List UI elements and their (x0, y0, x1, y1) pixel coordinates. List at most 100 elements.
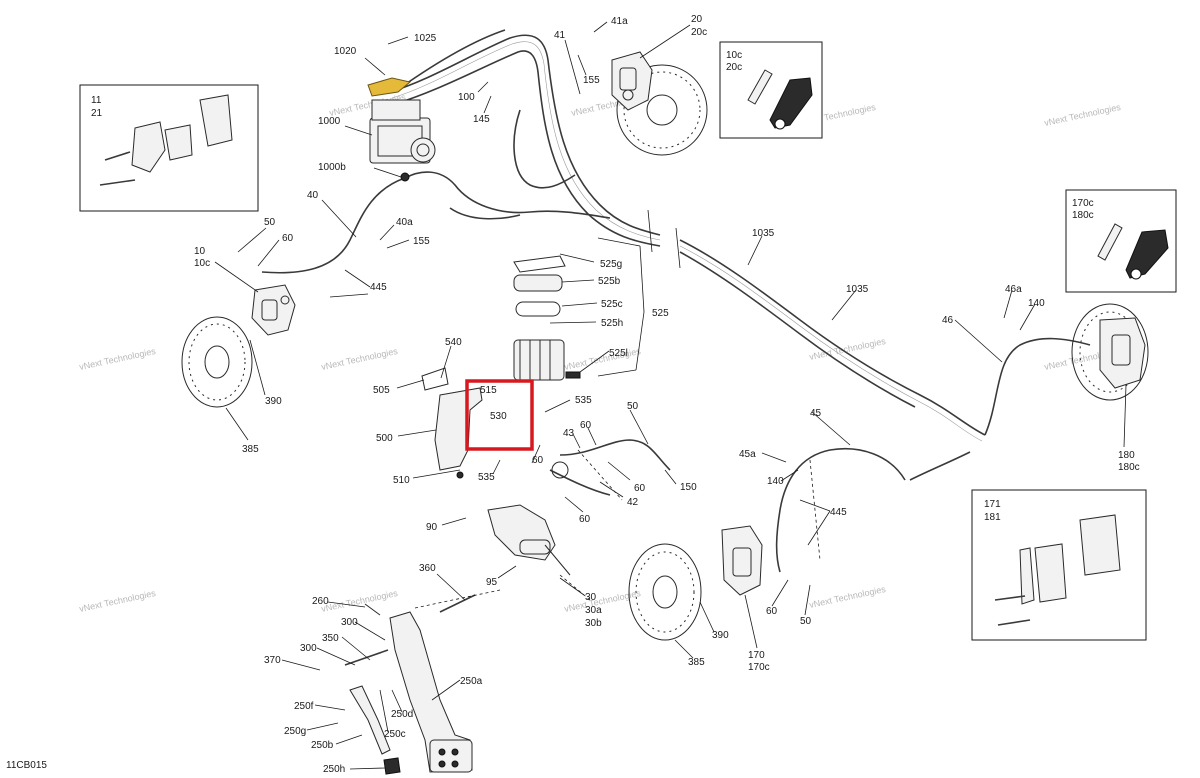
part-callout-50: 50 (800, 616, 812, 627)
part-callout-350: 350 (322, 633, 339, 644)
part-callout-525b: 525b (598, 276, 621, 287)
inset-bleeder-front: 10c 20c (719, 41, 823, 139)
part-callout-1035: 1035 (846, 284, 869, 295)
inset-bleeder-rear: 170c 180c (1065, 189, 1177, 293)
part-callout-60: 60 (532, 455, 544, 466)
part-callout-20c: 20c (691, 27, 707, 38)
part-callout-1000: 1000 (318, 116, 341, 127)
part-callout-390: 390 (712, 630, 729, 641)
bracket (421, 367, 483, 479)
part-callout-41: 41 (554, 30, 566, 41)
part-callout-180c: 180c (1118, 462, 1140, 473)
part-callout-385: 385 (688, 657, 705, 668)
part-callout-370: 370 (264, 655, 281, 666)
part-callout-60: 60 (579, 514, 591, 525)
part-callout-46: 46 (942, 315, 954, 326)
watermark: vNext Technologies (320, 346, 399, 372)
pedal-assembly (344, 594, 476, 775)
part-callout-535: 535 (575, 395, 592, 406)
part-callout-170: 170 (748, 650, 765, 661)
highlight-box (465, 379, 534, 451)
part-callout-535: 535 (478, 472, 495, 483)
part-callout-30b: 30b (585, 618, 602, 629)
watermark: vNext Technologies (563, 588, 642, 614)
part-callout-250f: 250f (294, 701, 314, 712)
part-callout-445: 445 (370, 282, 387, 293)
watermark: vNext Technologies (320, 588, 399, 614)
part-callout-1035: 1035 (752, 228, 775, 239)
reservoir-assembly (513, 255, 581, 381)
part-callout-140: 140 (1028, 298, 1045, 309)
part-callout-40a: 40a (396, 217, 413, 228)
part-callout-90: 90 (426, 522, 438, 533)
part-callout-1025: 1025 (414, 33, 437, 44)
inset-label: 181 (984, 512, 1001, 523)
inset-label: 171 (984, 499, 1001, 510)
part-callout-1000b: 1000b (318, 162, 346, 173)
part-callout-525h: 525h (601, 318, 623, 329)
watermark: vNext Technologies (563, 346, 642, 372)
callout-labels: 1025 1020 1000 1000b 41 41a 155 100 145 20 20c 40 40… (194, 14, 1140, 775)
part-callout-360: 360 (419, 563, 436, 574)
part-callout-45: 45 (810, 408, 822, 419)
part-callout-510: 510 (393, 475, 410, 486)
part-callout-10c: 10c (194, 258, 210, 269)
part-callout-250d: 250d (391, 709, 413, 720)
watermark: vNext Technologies (808, 584, 887, 610)
front-right-brake (611, 51, 708, 156)
part-callout-260: 260 (312, 596, 329, 607)
part-callout-140: 140 (767, 476, 784, 487)
rear-left-brake (628, 525, 763, 641)
assembly-axes (414, 449, 821, 609)
part-callout-95: 95 (486, 577, 498, 588)
part-callout-30: 30 (585, 592, 597, 603)
part-callout-155: 155 (413, 236, 430, 247)
part-callout-1020: 1020 (334, 46, 357, 57)
part-callout-145: 145 (473, 114, 490, 125)
inset-label: 11 (91, 95, 102, 106)
part-callout-41a: 41a (611, 16, 628, 27)
part-callout-525g: 525g (600, 259, 622, 270)
inset-label: 170c (1072, 198, 1094, 209)
part-callout-300: 300 (341, 617, 358, 628)
inset-brake-pads-front: 11 21 (79, 84, 259, 212)
part-callout-40: 40 (307, 190, 319, 201)
inset-label: 180c (1072, 210, 1094, 221)
leader-lines (214, 21, 1127, 770)
watermark: vNext Technologies (78, 588, 157, 614)
inset-label: 21 (91, 108, 103, 119)
part-callout-180: 180 (1118, 450, 1135, 461)
inset-label: 10c (726, 50, 742, 61)
part-callout-30a: 30a (585, 605, 602, 616)
part-callout-43: 43 (563, 428, 575, 439)
part-callout-300: 300 (300, 643, 317, 654)
inset-brake-pads-rear: 171 181 (971, 489, 1147, 641)
abs-module (367, 77, 436, 182)
master-cylinder (487, 461, 571, 576)
part-callout-530: 530 (490, 411, 507, 422)
part-callout-20: 20 (691, 14, 703, 25)
watermark: vNext Technologies (78, 346, 157, 372)
reference-code: 11CB015 (6, 760, 47, 771)
part-callout-60: 60 (580, 420, 592, 431)
part-callout-540: 540 (445, 337, 462, 348)
part-callout-60: 60 (282, 233, 294, 244)
inset-label: 20c (726, 62, 742, 73)
part-callout-60: 60 (766, 606, 778, 617)
part-callout-250a: 250a (460, 676, 483, 687)
part-callout-525l: 525l (609, 348, 628, 359)
brake-lines (261, 29, 1091, 573)
part-callout-525c: 525c (601, 299, 623, 310)
part-callout-50: 50 (627, 401, 639, 412)
part-callout-250c: 250c (384, 729, 406, 740)
part-callout-100: 100 (458, 92, 475, 103)
part-callout-155: 155 (583, 75, 600, 86)
part-callout-515: 515 (480, 385, 497, 396)
front-left-brake (181, 284, 296, 408)
part-callout-500: 500 (376, 433, 393, 444)
part-callout-60: 60 (634, 483, 646, 494)
part-callout-45a: 45a (739, 449, 756, 460)
part-callout-390: 390 (265, 396, 282, 407)
